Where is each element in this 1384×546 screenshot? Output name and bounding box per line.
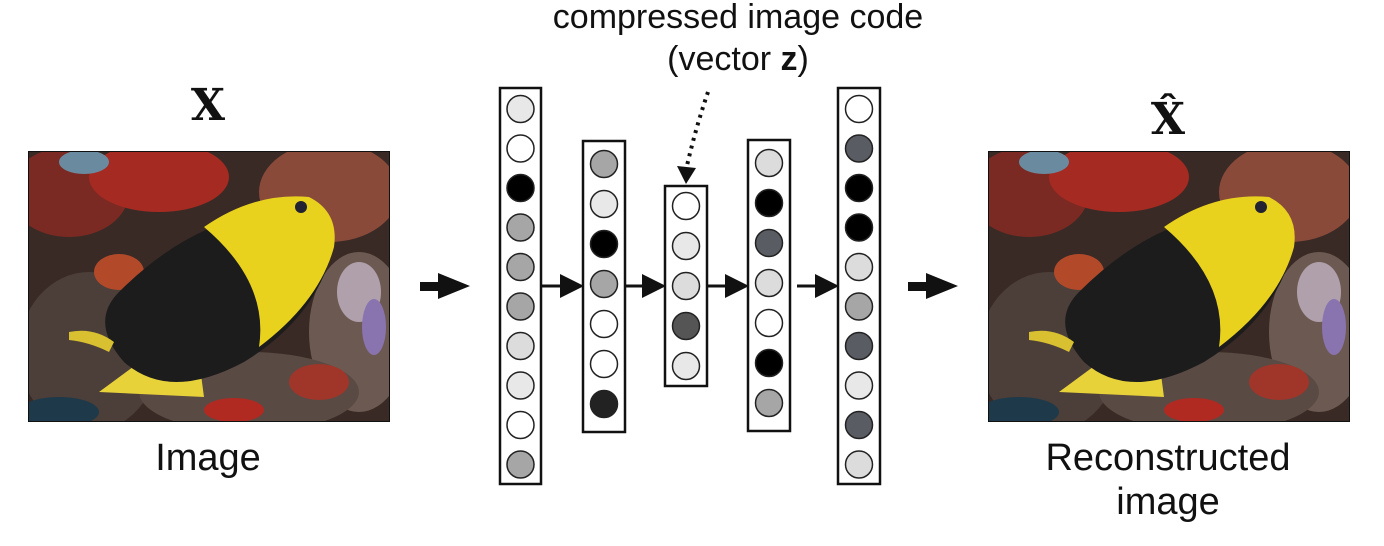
decoder-layer-2-neuron <box>844 450 874 479</box>
code-layer-neuron <box>671 191 701 221</box>
decoder-layer-2-neuron <box>844 292 874 321</box>
input-symbol: X <box>190 80 226 131</box>
decoder-layer-2-neuron <box>844 252 874 282</box>
code-layer-neuron <box>671 351 701 381</box>
output-arrow <box>908 273 958 299</box>
encoder-layer-1-neuron <box>506 94 535 124</box>
code-layer-neuron <box>671 231 701 261</box>
output-image <box>988 151 1350 422</box>
encoder-layer-2-neuron <box>589 229 619 259</box>
encoder-layer-1-neuron <box>506 292 535 321</box>
neurons-group <box>506 94 874 479</box>
fish-illustration <box>29 152 389 421</box>
code-label-prefix: (vector <box>667 40 781 78</box>
code-label-line2: (vector z) <box>478 38 998 80</box>
encoder-layer-2-neuron <box>589 349 619 379</box>
decoder-layer-2-neuron <box>844 331 874 361</box>
encoder-layer-2-neuron <box>589 389 619 419</box>
code-label-line1: compressed image code <box>552 0 924 36</box>
decoder-layer-2-neuron <box>844 173 874 203</box>
encoder-layer-1-neuron <box>506 450 535 479</box>
autoencoder-network <box>420 86 958 486</box>
code-label-suffix: ) <box>797 40 809 78</box>
code-label: compressed image code (vector z) <box>478 0 998 80</box>
decoder-layer-2-neuron <box>844 213 874 242</box>
encoder-layer-1-neuron <box>506 371 535 400</box>
decoder-layer-1-neuron <box>754 148 784 178</box>
decoder-layer-2-neuron <box>844 410 874 440</box>
encoder-layer-1-neuron <box>506 173 535 203</box>
code-vector-var: z <box>780 40 798 78</box>
decoder-layer-1-neuron <box>754 268 784 298</box>
decoder-layer-2-neuron <box>844 134 874 163</box>
encoder-layer-2-neuron <box>589 189 619 219</box>
encoder-layer-1-neuron <box>506 252 535 282</box>
encoder-layer-1-neuron <box>506 331 535 361</box>
decoder-layer-1-neuron <box>754 228 784 258</box>
decoder-layer-1-neuron <box>754 388 784 418</box>
input-arrow <box>420 273 470 299</box>
reconstructed-fish-illustration <box>989 152 1349 421</box>
decoder-layer-2-neuron <box>844 371 874 400</box>
encoder-layer-2-neuron <box>589 149 619 179</box>
output-caption: Reconstructed image <box>1008 436 1328 524</box>
decoder-layer-1-neuron <box>754 188 784 218</box>
encoder-layer-2-neuron <box>589 269 619 299</box>
encoder-layer-1-neuron <box>506 213 535 242</box>
decoder-layer-1-neuron <box>754 308 784 338</box>
encoder-layer-2-neuron <box>589 309 619 339</box>
output-caption-line2: image <box>1116 481 1220 523</box>
input-image <box>28 151 390 422</box>
decoder-layer-2-neuron <box>844 94 874 124</box>
code-layer-neuron <box>671 311 701 341</box>
code-pointer-head <box>677 166 696 184</box>
encoder-layer-1-neuron <box>506 410 535 440</box>
decoder-layer-1-neuron <box>754 348 784 378</box>
code-layer-neuron <box>671 271 701 301</box>
input-caption: Image <box>155 437 261 479</box>
encoder-layer-1-neuron <box>506 134 535 163</box>
output-caption-line1: Reconstructed <box>1045 437 1291 479</box>
output-symbol: X̂ <box>1150 94 1186 145</box>
code-pointer-arrow <box>684 91 710 171</box>
